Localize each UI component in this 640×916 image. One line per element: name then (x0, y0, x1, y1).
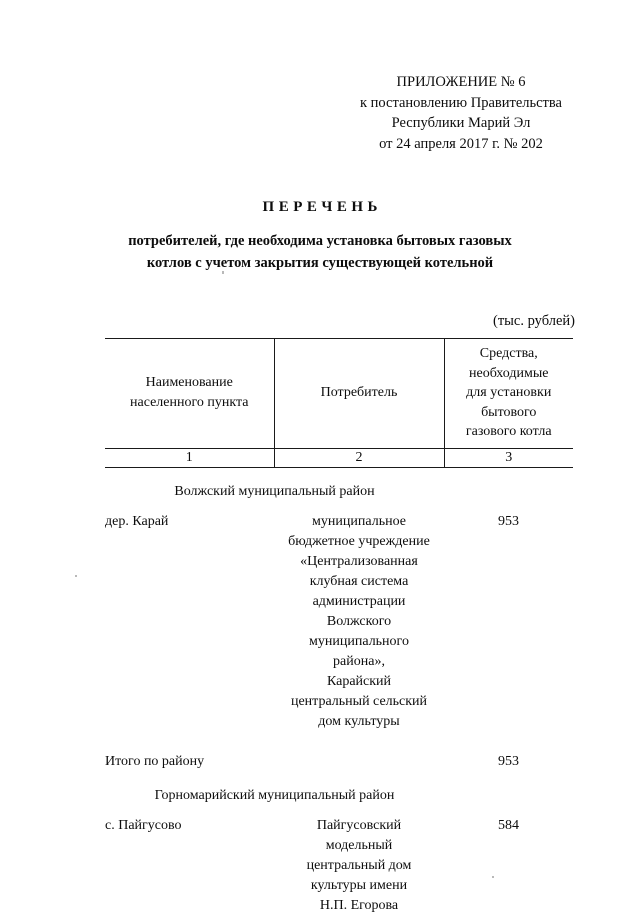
appendix-reference-block: ПРИЛОЖЕНИЕ № 6 к постановлению Правитель… (330, 72, 592, 154)
table-total-row: Итого по району 953 (105, 732, 573, 772)
appendix-number: ПРИЛОЖЕНИЕ № 6 (396, 74, 526, 90)
table-row: с. Пайгусово Пайгусовский модельный централ… (105, 809, 573, 916)
cell-consumer: Пайгусовский модельный центральный дом куль… (274, 809, 444, 916)
cell-consumer-line: центральный сельский (290, 693, 428, 709)
total-amount: 953 (498, 753, 519, 769)
table-column-number-row: 1 2 3 (105, 448, 573, 468)
column-header-settlement-line-1: Наименование (145, 375, 233, 391)
cell-consumer-line: бюджетное учреждение (288, 533, 430, 549)
subtitle-line-1: потребителей, где необходима установка б… (128, 233, 512, 249)
cell-consumer-line: муниципальное (312, 513, 406, 529)
subtitle-line-2: котлов с учетом закрытия существующей ко… (146, 255, 494, 271)
cell-consumer-line: центральный дом (306, 857, 412, 873)
cell-consumer-line: культуры имени (310, 877, 408, 893)
region-heading: Горномарийский муниципальный район (154, 787, 395, 803)
table-region-row: Горномарийский муниципальный район (105, 772, 573, 809)
scan-artifact (75, 575, 77, 577)
column-number-2: 2 (273, 448, 444, 468)
region-row-spacer (444, 467, 573, 505)
consumers-table: Наименование населенного пункта Потребит… (105, 338, 573, 916)
column-header-funds-line-5: газового котла (465, 424, 552, 439)
scan-artifact (492, 876, 494, 878)
column-header-settlement: Наименование населенного пункта (105, 338, 274, 449)
table-row: дер. Карай муниципальное бюджетное учрежде… (105, 505, 573, 732)
column-number-1: 1 (105, 448, 274, 468)
cell-consumer-line: клубная система (309, 573, 409, 589)
cell-consumer-line: администрации (312, 593, 406, 609)
total-label: Итого по району (105, 753, 205, 769)
cell-consumer-line: дом культуры (318, 713, 400, 729)
cell-consumer-line: модельный (325, 837, 393, 853)
cell-consumer-line: Н.П. Егорова (319, 897, 399, 913)
cell-consumer-line: муниципального (309, 633, 409, 649)
column-header-funds-line-1: Средства, (479, 346, 538, 361)
cell-consumer-line: «Централизованная (300, 553, 418, 569)
units-note: (тыс. рублей) (493, 313, 575, 329)
approval-date-number-line: от 24 апреля 2017 г. № 202 (379, 135, 543, 152)
page-title: ПЕРЕЧЕНЬ (262, 199, 382, 215)
approval-republic-line: Республики Марий Эл (391, 115, 531, 131)
cell-amount: 953 (498, 513, 519, 529)
table-body: Волжский муниципальный район дер. Карай му… (105, 467, 573, 916)
column-header-funds-line-2: необходимые (469, 365, 549, 381)
cell-amount: 584 (498, 817, 519, 833)
approval-authority-line: к постановлению Правительства (360, 94, 562, 111)
page-subtitle: потребителей, где необходима установка б… (70, 230, 570, 274)
column-header-funds-line-4: бытового (481, 404, 537, 420)
cell-consumer-line: района», (333, 653, 385, 669)
table-header-row: Наименование населенного пункта Потребит… (105, 338, 573, 449)
column-header-funds: Средства, необходимые для установки быто… (443, 338, 573, 449)
scan-artifact (222, 271, 224, 274)
cell-settlement: с. Пайгусово (105, 817, 182, 833)
cell-consumer-line: Волжского (326, 613, 392, 629)
cell-settlement: дер. Карай (105, 513, 169, 529)
column-header-consumer: Потребитель (273, 338, 444, 449)
total-row-spacer (274, 732, 444, 772)
cell-consumer-line: Пайгусовский (316, 817, 402, 833)
column-number-3: 3 (443, 448, 573, 468)
column-header-funds-line-3: для установки (466, 385, 552, 400)
region-row-spacer (444, 772, 573, 809)
cell-consumer: муниципальное бюджетное учреждение «Центра… (274, 505, 444, 732)
region-heading: Волжский муниципальный район (174, 483, 375, 499)
column-header-settlement-line-2: населенного пункта (130, 394, 249, 410)
table-region-row: Волжский муниципальный район (105, 467, 573, 505)
cell-consumer-line: Карайский (326, 673, 392, 689)
